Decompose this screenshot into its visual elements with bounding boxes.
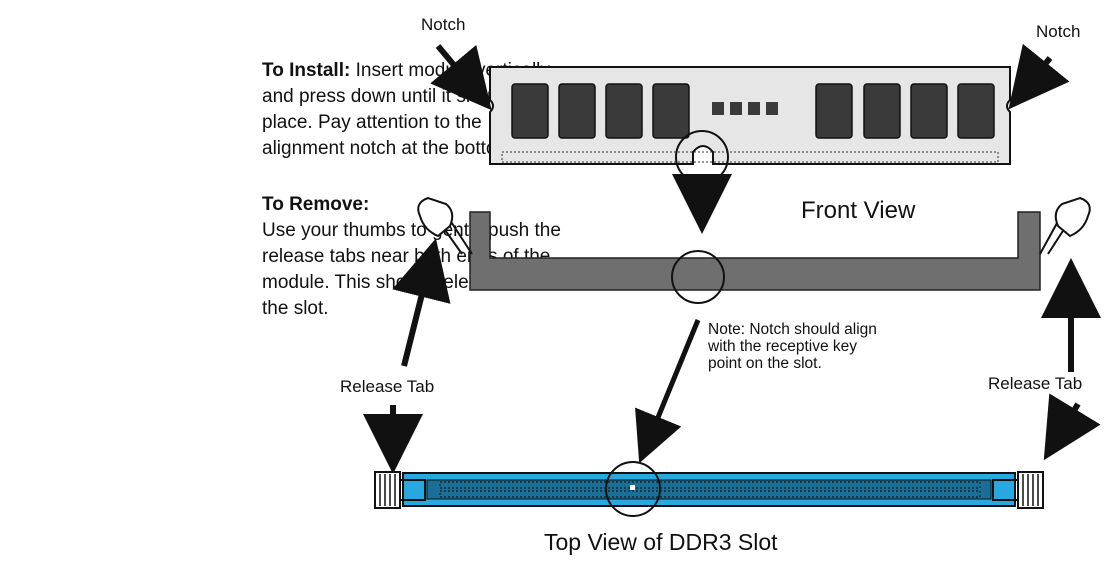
chip-3 — [605, 83, 643, 139]
slot-top-view — [374, 461, 1044, 517]
release-tab-label-left: Release Tab — [340, 377, 434, 396]
slot-pins-lower — [439, 490, 981, 498]
notch-label-left: Notch — [421, 15, 465, 34]
release-arrow-down-right — [1043, 393, 1101, 461]
key-point-arrow — [635, 319, 701, 464]
small-components — [712, 102, 778, 115]
slot-top-channel — [426, 479, 992, 500]
chip-8 — [957, 83, 995, 139]
chip-6 — [863, 83, 901, 139]
spd-block-1 — [712, 102, 724, 115]
notch-arrow-right — [1008, 43, 1070, 110]
chip-1 — [511, 83, 549, 139]
spd-block-3 — [748, 102, 760, 115]
release-latch-left — [417, 196, 473, 255]
chip-7 — [910, 83, 948, 139]
notch-arrow-left — [430, 44, 492, 111]
chip-4 — [652, 83, 690, 139]
slot-top-key-circle — [605, 461, 661, 517]
memory-chips — [511, 83, 995, 139]
slot-side-view — [417, 196, 1091, 304]
remove-heading: To Remove: — [262, 194, 370, 215]
memory-module-front — [489, 66, 1011, 184]
slot-latch-top-left — [374, 471, 426, 509]
slot-key — [630, 485, 635, 490]
release-arrow-up-left — [392, 238, 451, 367]
slot-key-circle — [671, 250, 725, 304]
top-view-label: Top View of DDR3 Slot — [544, 529, 778, 555]
spd-block-4 — [766, 102, 778, 115]
note-line-1: Note: Notch should align — [708, 321, 877, 338]
release-tab-label-right: Release Tab — [988, 374, 1082, 393]
spd-block-2 — [730, 102, 742, 115]
note-line-3: point on the slot. — [708, 355, 822, 372]
chip-5 — [815, 83, 853, 139]
notch-label-right: Notch — [1036, 22, 1080, 41]
slot-pins-upper — [439, 481, 981, 489]
note-line-2: with the receptive key — [707, 338, 857, 355]
slot-latch-top-right — [992, 471, 1044, 509]
gold-fingers — [501, 151, 999, 163]
slot-body — [469, 211, 1041, 291]
release-latch-right — [1039, 196, 1091, 255]
chip-2 — [558, 83, 596, 139]
front-view-label: Front View — [801, 197, 916, 224]
install-heading: To Install: — [262, 60, 351, 81]
